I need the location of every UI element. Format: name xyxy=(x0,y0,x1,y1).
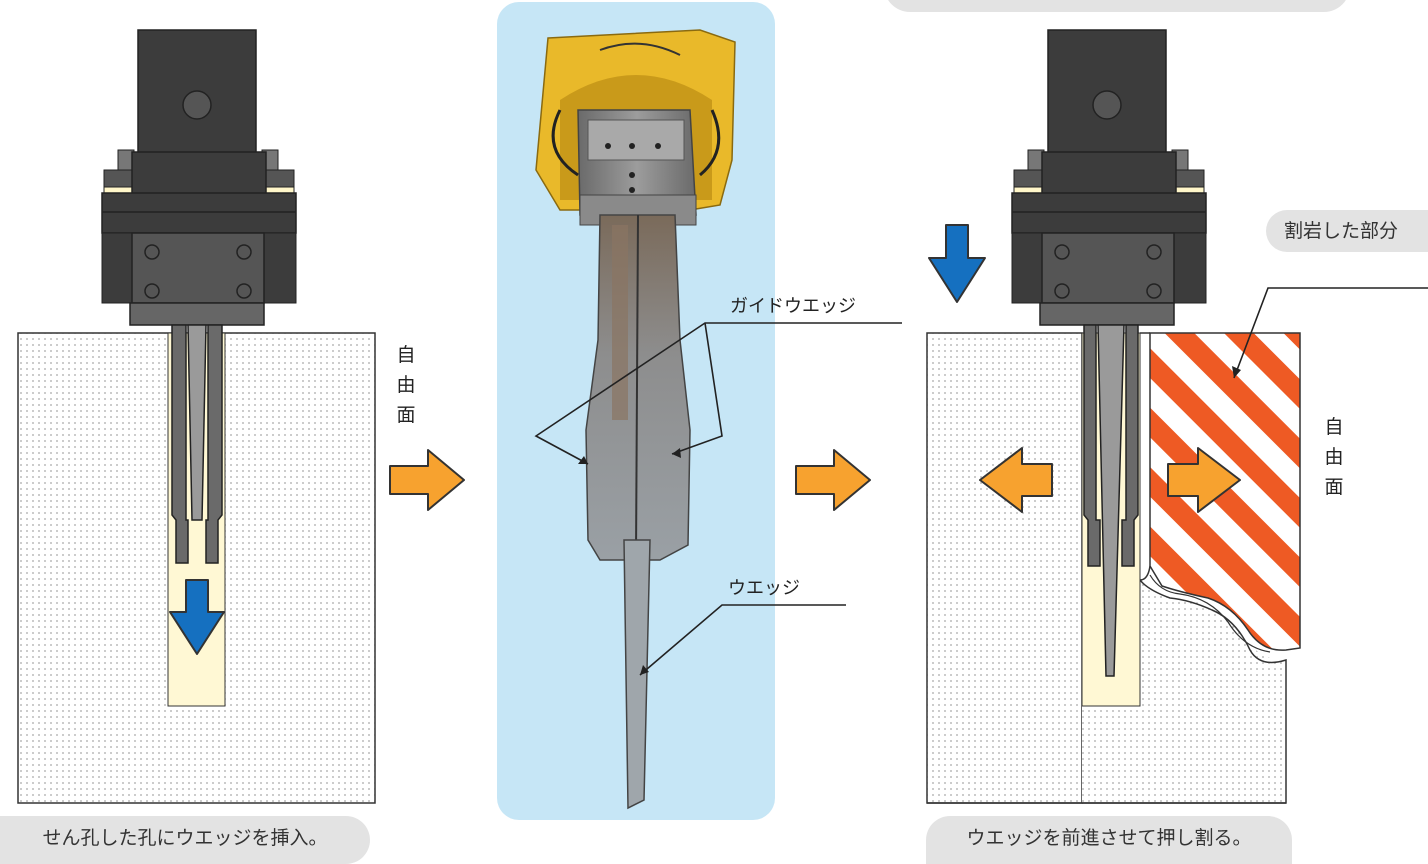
top-caption-pill xyxy=(884,0,1350,12)
photo-wedge xyxy=(623,539,651,810)
left-wedge-set xyxy=(171,324,223,564)
right-blue-down-arrow xyxy=(928,224,986,303)
guide-wedge-label: ガイドウエッジ xyxy=(730,296,856,317)
broken-part-label: 割岩した部分 xyxy=(1266,210,1428,252)
free-face-left-char-2: 由 xyxy=(396,374,416,396)
free-face-left-char-3: 面 xyxy=(396,404,416,426)
push-left-arrow xyxy=(979,447,1053,513)
step-arrow-1 xyxy=(389,449,465,511)
right-breaker xyxy=(1011,29,1207,326)
leader-lines-center xyxy=(534,322,902,676)
free-face-label-right: 自 由 面 xyxy=(1322,412,1346,502)
free-face-label-left: 自 由 面 xyxy=(394,340,418,430)
left-diagram xyxy=(17,29,376,804)
step3-caption: ウエッジを前進させて押し割る。 xyxy=(926,816,1292,864)
free-face-left-char-1: 自 xyxy=(396,344,416,366)
step1-caption: せん孔した孔にウエッジを挿入。 xyxy=(0,816,370,864)
free-face-right-char-2: 由 xyxy=(1324,446,1344,468)
right-diagram xyxy=(926,29,1301,804)
left-blue-down-arrow xyxy=(169,579,225,655)
push-right-arrow xyxy=(1167,447,1241,513)
step-arrow-2 xyxy=(795,449,871,511)
photo-panel xyxy=(497,2,775,820)
wedge-label: ウエッジ xyxy=(728,578,800,599)
right-wedge-set xyxy=(1083,324,1139,677)
free-face-right-char-1: 自 xyxy=(1324,416,1344,438)
leader-line-broken xyxy=(1233,287,1428,379)
free-face-right-char-3: 面 xyxy=(1324,476,1344,498)
left-breaker xyxy=(101,29,297,326)
